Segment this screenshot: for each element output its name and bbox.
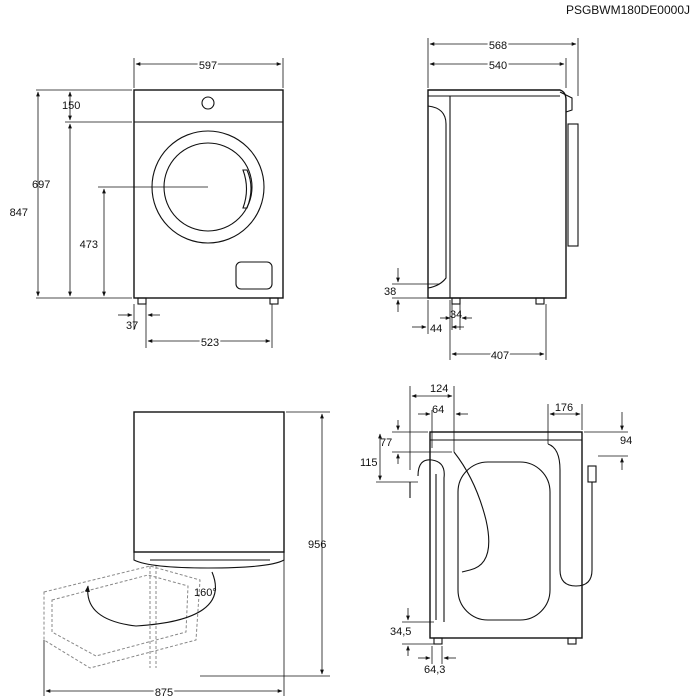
- dimension-drain-right: 176: [555, 402, 573, 414]
- dimension-foot-bottom: 34,5: [390, 626, 411, 638]
- dimension-foot-inset: 34: [450, 309, 462, 321]
- dimension-foot-distance: 407: [491, 350, 509, 362]
- door-handle: [242, 169, 252, 209]
- side-door-bulge: [427, 105, 447, 289]
- rear-view: 124 64 77 115 176 94 34,5: [360, 383, 632, 676]
- door-swing-arc: [84, 571, 216, 627]
- side-body: [427, 89, 567, 299]
- power-cable: [453, 451, 490, 573]
- side-view: 568 540 38 34 44 407: [384, 38, 579, 364]
- front-view: 597 150 697 473 847 37 523: [10, 58, 284, 351]
- dimension-foot-offset: 37: [126, 320, 138, 332]
- dimension-drain-top: 94: [620, 435, 632, 447]
- model-code: PSGBWM180DE0000J: [566, 3, 690, 17]
- door-swing-view: 160° 956 875: [43, 411, 330, 700]
- dimension-foot-side: 64,3: [424, 664, 445, 676]
- drain-hose-right: [547, 443, 593, 587]
- rear-panel: [457, 461, 551, 621]
- open-door-outline: [43, 565, 201, 669]
- dimension-door-center: 473: [80, 239, 98, 251]
- side-inlet: [559, 91, 573, 113]
- drain-hose-left: [409, 459, 445, 622]
- dimension-swing-depth: 875: [155, 687, 173, 699]
- dimension-depth-total: 568: [489, 40, 507, 52]
- dimension-inlet-width: 64: [432, 404, 444, 416]
- top-view-body: [133, 411, 285, 553]
- dimension-body-height: 697: [32, 179, 50, 191]
- front-foot-right: [269, 297, 279, 305]
- side-hose: [567, 123, 579, 247]
- front-foot-left: [137, 297, 147, 305]
- filter-cover: [235, 261, 273, 290]
- dimension-inlet-top: 77: [380, 437, 392, 449]
- dimension-hose-height: 115: [360, 457, 378, 469]
- dimension-top-panel: 150: [62, 100, 80, 112]
- rear-body: [429, 431, 583, 639]
- dimension-depth-body: 540: [489, 60, 507, 72]
- inlet-connector: [587, 465, 597, 483]
- dimension-inlet-left: 124: [430, 383, 448, 395]
- dimension-foot-span: 523: [201, 337, 219, 349]
- dimension-total-height: 847: [10, 207, 28, 219]
- dimension-foot-height: 38: [384, 286, 396, 298]
- program-knob: [201, 96, 215, 110]
- dimension-width: 597: [199, 60, 217, 72]
- dimension-front-offset: 44: [430, 323, 442, 335]
- dimension-height-open: 956: [308, 539, 326, 551]
- front-body: [133, 89, 284, 299]
- door-angle: 160°: [194, 587, 217, 599]
